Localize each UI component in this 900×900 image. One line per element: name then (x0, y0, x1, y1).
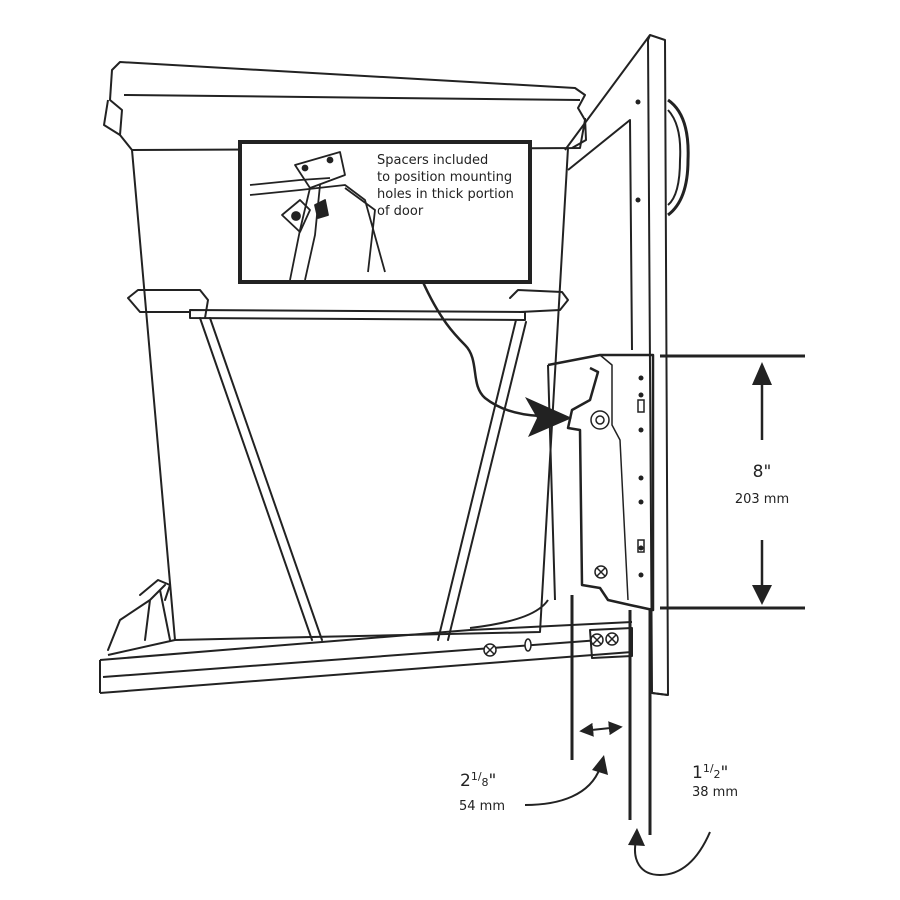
bracket-outline (547, 353, 655, 612)
callout-leader-arrowhead (525, 397, 572, 437)
slide-rail (99, 621, 633, 694)
wire-bottom-rail (107, 639, 176, 656)
bin-rim (109, 61, 586, 151)
door-den: 2 (714, 768, 721, 781)
bracket-screws (590, 410, 610, 579)
bin-to-bracket-line (469, 599, 549, 629)
height-imperial-label: 8" (753, 462, 772, 482)
door-slash: / (710, 762, 714, 775)
bin-rim-lip (123, 94, 581, 101)
callout-leader (420, 279, 572, 629)
bin-rim-handle-left (103, 99, 121, 136)
wire-frame-right-strut (437, 319, 527, 641)
door-handle (667, 98, 690, 217)
height-arrowhead-up (752, 362, 772, 385)
door-num: 1 (703, 762, 710, 775)
rail-screws (483, 632, 619, 657)
rail-right-cap (589, 627, 633, 659)
height-arrowhead-down (752, 585, 772, 605)
callout-line-2: to position mounting (377, 170, 512, 185)
door-inch-mark: " (721, 763, 729, 783)
door-imperial-label: 11/2" (692, 762, 728, 783)
setback-den: 8 (482, 776, 489, 789)
callout-line-3: holes in thick portion (377, 187, 514, 202)
callout-line-1: Spacers included (377, 153, 488, 168)
door-bottom (651, 692, 669, 696)
wire-frame-left-lower-loop (139, 579, 171, 601)
setback-inch-mark: " (489, 771, 497, 791)
door-face (564, 34, 669, 696)
wire-frame-right-loop (509, 289, 569, 313)
rail-lower-edge (102, 639, 601, 678)
setback-arrow (579, 721, 623, 737)
setback-leader (524, 767, 601, 806)
wire-frame-top-bar (189, 309, 526, 321)
setback-imperial-label: 21/8" (460, 770, 496, 791)
wire-frame-left-strut (199, 317, 323, 641)
wire-frame (107, 289, 569, 651)
setback-slash: / (478, 770, 482, 783)
setback-num: 1 (471, 770, 478, 783)
door-metric-label: 38 mm (692, 785, 738, 800)
door-edge (647, 34, 651, 41)
inset-spacer-illustration (249, 151, 386, 281)
door-leader (634, 831, 711, 877)
setback-metric-label: 54 mm (459, 799, 505, 814)
door-inner-panel (547, 119, 633, 601)
bin-rim-handle-right (571, 117, 587, 149)
callout-leader-line (420, 279, 541, 418)
thickness-dimensions (524, 595, 711, 877)
bracket-inner (599, 354, 629, 601)
callout-inset: Spacers included to position mounting ho… (238, 140, 532, 284)
mounting-bracket (547, 353, 655, 612)
callout-line-4: of door (377, 204, 424, 219)
door-leader-head (628, 828, 645, 846)
door-holes (635, 99, 645, 578)
door-whole: 1 (692, 763, 703, 783)
trash-bin (103, 61, 587, 641)
height-metric-label: 203 mm (735, 492, 789, 507)
rail-slot (524, 638, 532, 652)
wire-frame-left-lower (107, 584, 171, 651)
setback-leader-head (592, 755, 608, 775)
callout-box (238, 140, 532, 284)
cabinet-door (547, 34, 690, 696)
door-handle-inner (667, 109, 682, 206)
rail-top (99, 621, 633, 661)
setback-whole: 2 (460, 771, 471, 791)
bin-body (131, 147, 569, 641)
rail-bottom (99, 651, 633, 694)
wire-frame-left-loop (127, 289, 209, 319)
height-dimension (660, 354, 805, 610)
